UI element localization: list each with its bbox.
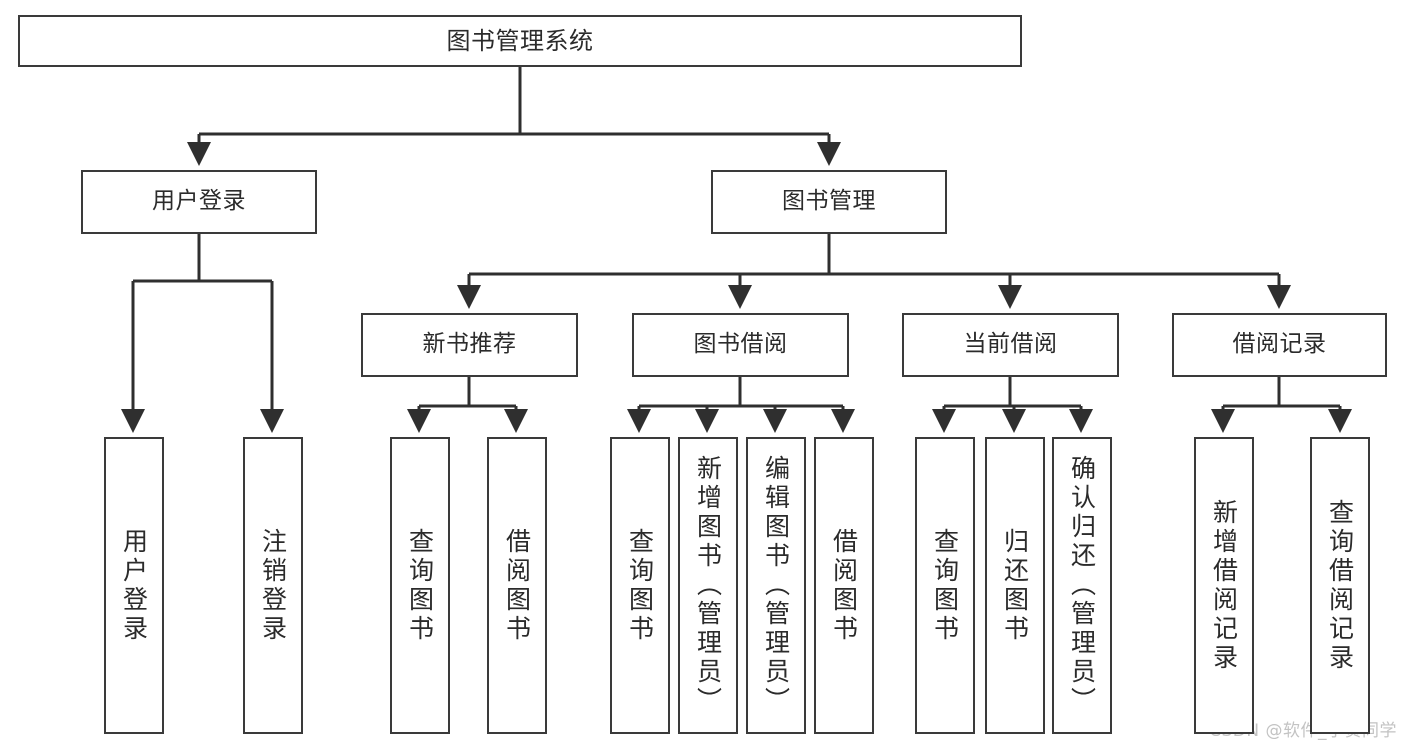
node-root-label: 图书管理系统 (446, 26, 594, 55)
node-leaf-user-login[interactable]: 用户登录 (104, 437, 164, 734)
node-leaf-borrow-book-1[interactable]: 借阅图书 (487, 437, 547, 734)
node-leaf-add-book[interactable]: 新增图书（管理员） (678, 437, 738, 734)
node-book-manage[interactable]: 图书管理 (711, 170, 947, 234)
node-book-borrow[interactable]: 图书借阅 (632, 313, 849, 377)
node-leaf-query-book-2[interactable]: 查询图书 (610, 437, 670, 734)
node-leaf-query-book-1-label: 查询图书 (405, 527, 435, 644)
node-leaf-query-book-3[interactable]: 查询图书 (915, 437, 975, 734)
node-user-login-label: 用户登录 (152, 188, 246, 215)
node-leaf-query-record-label: 查询借阅记录 (1325, 498, 1355, 673)
node-leaf-confirm-return[interactable]: 确认归还（管理员） (1052, 437, 1112, 734)
node-current-borrow[interactable]: 当前借阅 (902, 313, 1119, 377)
node-book-borrow-label: 图书借阅 (693, 331, 788, 358)
node-leaf-query-book-2-label: 查询图书 (625, 527, 655, 644)
node-leaf-user-login-label: 用户登录 (119, 527, 149, 644)
node-leaf-return-book[interactable]: 归还图书 (985, 437, 1045, 734)
node-new-book-recommend[interactable]: 新书推荐 (361, 313, 578, 377)
node-root[interactable]: 图书管理系统 (18, 15, 1022, 67)
node-borrow-record[interactable]: 借阅记录 (1172, 313, 1387, 377)
node-leaf-add-book-label: 新增图书（管理员） (693, 455, 723, 716)
node-new-book-recommend-label: 新书推荐 (422, 331, 517, 358)
node-leaf-edit-book[interactable]: 编辑图书（管理员） (746, 437, 806, 734)
node-current-borrow-label: 当前借阅 (963, 331, 1058, 358)
node-borrow-record-label: 借阅记录 (1232, 331, 1327, 358)
node-book-manage-label: 图书管理 (782, 188, 876, 215)
node-leaf-borrow-book-1-label: 借阅图书 (502, 527, 532, 644)
node-leaf-query-book-1[interactable]: 查询图书 (390, 437, 450, 734)
node-leaf-edit-book-label: 编辑图书（管理员） (761, 455, 791, 716)
node-leaf-add-record[interactable]: 新增借阅记录 (1194, 437, 1254, 734)
node-leaf-query-record[interactable]: 查询借阅记录 (1310, 437, 1370, 734)
node-user-login[interactable]: 用户登录 (81, 170, 317, 234)
node-leaf-query-book-3-label: 查询图书 (930, 527, 960, 644)
node-leaf-confirm-return-label: 确认归还（管理员） (1067, 455, 1097, 716)
node-leaf-logout[interactable]: 注销登录 (243, 437, 303, 734)
node-leaf-borrow-book-2[interactable]: 借阅图书 (814, 437, 874, 734)
node-leaf-add-record-label: 新增借阅记录 (1209, 498, 1239, 673)
node-leaf-borrow-book-2-label: 借阅图书 (829, 527, 859, 644)
node-leaf-return-book-label: 归还图书 (1000, 527, 1030, 644)
node-leaf-logout-label: 注销登录 (258, 527, 288, 644)
